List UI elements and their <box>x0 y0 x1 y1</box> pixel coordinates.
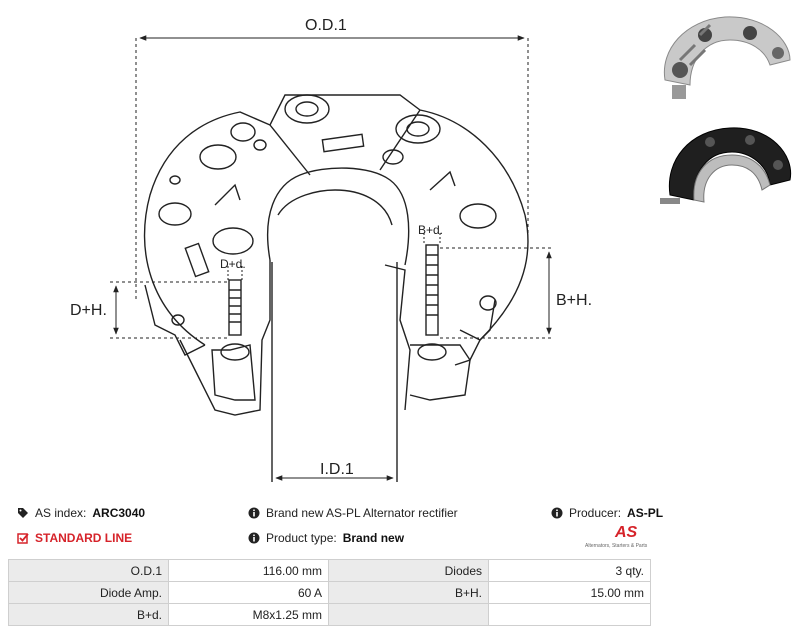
spec-value: 3 qty. <box>488 559 651 582</box>
spec-value: 15.00 mm <box>488 581 651 604</box>
dim-label-dd: D+d. <box>220 257 246 271</box>
dim-label-id: I.D.1 <box>320 461 354 478</box>
spec-value: M8x1.25 mm <box>168 603 329 626</box>
spec-value: 60 A <box>168 581 329 604</box>
description-text: Brand new AS-PL Alternator rectifier <box>266 506 458 520</box>
info-icon <box>551 507 563 519</box>
spec-label: Diodes <box>328 559 489 582</box>
dim-label-bh: B+H. <box>556 292 592 309</box>
as-index-value: ARC3040 <box>92 506 146 520</box>
as-index-row: AS index: ARC3040 <box>17 506 145 520</box>
table-row: Diode Amp. 60 A B+H. 15.00 mm <box>8 581 651 604</box>
product-photo-bottom <box>660 127 792 204</box>
technical-drawing: O.D.1 I.D.1 D+H. B+H. D+d. B+d. <box>70 17 592 482</box>
dimension-lines <box>110 35 553 481</box>
producer-label: Producer: <box>569 506 622 520</box>
product-photo-top <box>663 16 791 99</box>
product-type-row: Product type: Brand new <box>248 531 404 545</box>
spec-label: Diode Amp. <box>8 581 169 604</box>
standard-line-row: STANDARD LINE <box>17 531 132 545</box>
table-row: B+d. M8x1.25 mm <box>8 603 651 626</box>
table-row: O.D.1 116.00 mm Diodes 3 qty. <box>8 559 651 582</box>
producer-row: Producer: AS-PL <box>551 506 663 520</box>
spec-label: B+H. <box>328 581 489 604</box>
as-pl-logo: AS Alternators, Starters & Parts <box>585 524 647 552</box>
info-icon <box>248 532 260 544</box>
description-row: Brand new AS-PL Alternator rectifier <box>248 506 458 520</box>
logo-mark: AS <box>615 524 638 541</box>
product-type-value: Brand new <box>342 531 405 545</box>
tag-icon <box>18 508 28 518</box>
as-index-label: AS index: <box>35 506 87 520</box>
producer-value: AS-PL <box>627 506 664 520</box>
logo-tagline: Alternators, Starters & Parts <box>585 543 648 549</box>
rectifier-outline <box>143 94 529 482</box>
spec-label: B+d. <box>8 603 169 626</box>
spec-value <box>488 603 651 626</box>
specs-table: O.D.1 116.00 mm Diodes 3 qty. Diode Amp.… <box>8 559 651 626</box>
dim-label-dh: D+H. <box>70 302 107 319</box>
spec-value: 116.00 mm <box>168 559 329 582</box>
standard-line-label: STANDARD LINE <box>35 531 133 545</box>
spec-label: O.D.1 <box>8 559 169 582</box>
info-icon <box>248 507 260 519</box>
product-type-label: Product type: <box>266 531 337 545</box>
dim-label-bd: B+d. <box>418 223 443 237</box>
checkbox-checked-icon <box>17 533 29 544</box>
spec-label <box>328 603 489 626</box>
dim-label-od: O.D.1 <box>305 17 347 34</box>
